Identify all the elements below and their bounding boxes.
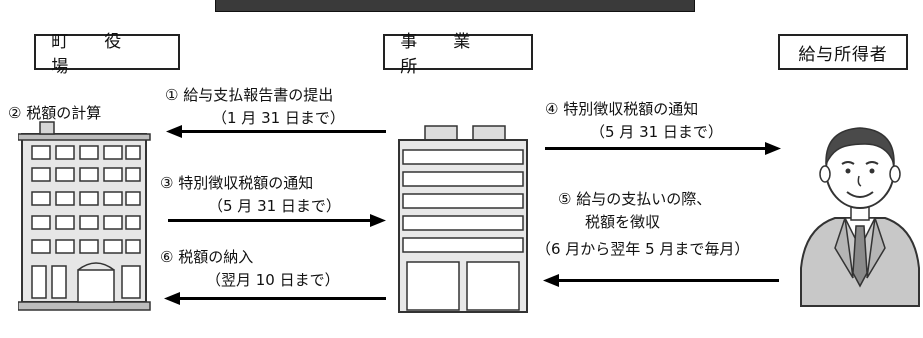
town-hall-box: 町 役 場 xyxy=(34,32,180,77)
step-2-label: ② 税額の計算 xyxy=(8,104,102,122)
person-icon xyxy=(795,108,923,308)
office-box: 事 業 所 xyxy=(383,32,533,77)
step-4-label: ④ 特別徴収税額の通知 xyxy=(545,100,699,118)
arrow-step-1-left xyxy=(166,125,386,138)
header-bar xyxy=(215,0,695,12)
earner-box: 給与所得者 xyxy=(778,34,908,70)
step-5-label: ⑤ 給与の支払いの際、 xyxy=(558,190,712,208)
town-hall-label: 町 役 場 xyxy=(51,32,137,77)
office-label: 事 業 所 xyxy=(400,32,486,77)
step-3-due: （5 月 31 日まで） xyxy=(208,197,341,215)
earner-label: 給与所得者 xyxy=(798,44,888,65)
building-icon xyxy=(18,120,153,312)
office-building-icon xyxy=(397,124,529,316)
step-1-label: ① 給与支払報告書の提出 xyxy=(165,86,334,104)
step-6-due: （翌月 10 日まで） xyxy=(206,271,340,289)
step-1-due: （1 月 31 日まで） xyxy=(212,109,345,127)
step-3-label: ③ 特別徴収税額の通知 xyxy=(160,174,314,192)
step-4-due: （5 月 31 日まで） xyxy=(590,123,723,141)
arrow-step-3-right xyxy=(168,214,386,227)
arrow-step-6-left xyxy=(164,292,386,305)
step-5-due: （6 月から翌年 5 月まで毎月） xyxy=(536,240,750,258)
step-5-line2: 税額を徴収 xyxy=(585,213,661,231)
step-6-label: ⑥ 税額の納入 xyxy=(160,248,254,266)
arrow-step-4-right xyxy=(545,142,781,155)
arrow-step-5-left xyxy=(543,274,779,287)
